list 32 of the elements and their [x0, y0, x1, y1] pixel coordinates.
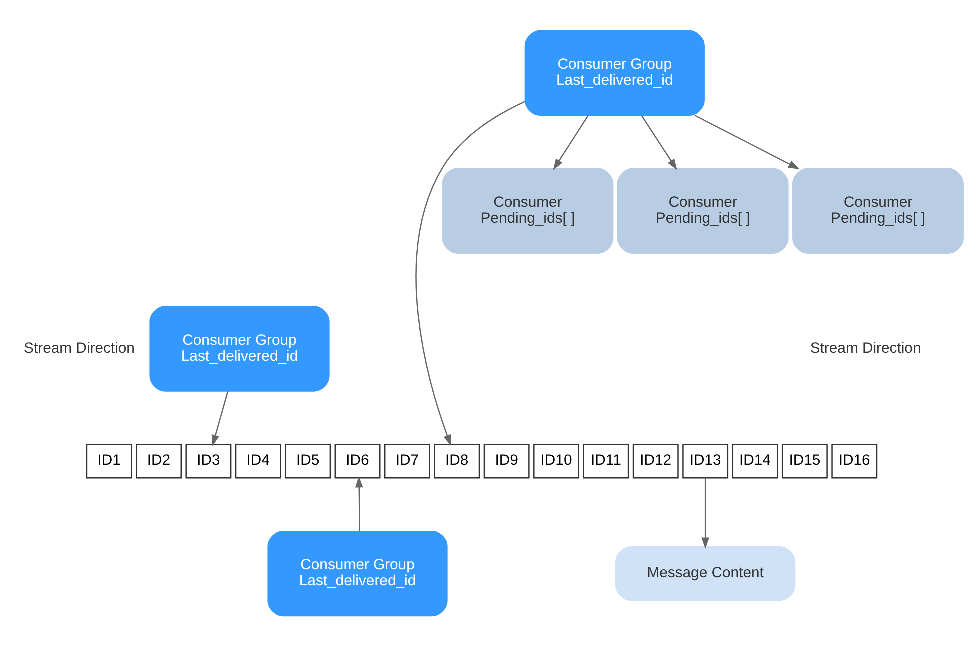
node-box: ID5 — [285, 444, 332, 479]
node-box: Consumer Pending_ids[ ] — [442, 168, 614, 254]
arrow — [702, 478, 710, 549]
label: Stream Direction — [810, 340, 922, 357]
node-box: ID16 — [832, 444, 878, 479]
arrow — [355, 476, 364, 532]
node-box: ID11 — [583, 444, 630, 479]
node-box: Consumer Group Last_delivered_id — [150, 306, 330, 392]
node-box: ID12 — [632, 444, 679, 479]
node-box: Message Content — [616, 546, 796, 602]
node-box: ID10 — [534, 444, 580, 479]
node-box: ID3 — [186, 444, 232, 479]
arrow — [212, 391, 229, 446]
node-box: Consumer Pending_ids[ ] — [617, 168, 789, 254]
label: Stream Direction — [24, 340, 135, 357]
node-box: Consumer Pending_ids[ ] — [792, 168, 964, 254]
node-box: Consumer Group Last_delivered_id — [524, 30, 705, 116]
node-box: ID2 — [136, 444, 182, 479]
arrow — [641, 115, 678, 170]
node-box: ID4 — [235, 444, 282, 479]
arrow — [416, 101, 526, 446]
node-box: ID8 — [434, 444, 480, 479]
node-box: ID6 — [334, 444, 381, 479]
node-box: ID7 — [384, 444, 430, 479]
node-box: ID9 — [484, 444, 530, 479]
node-box: ID15 — [782, 444, 828, 479]
node-box: ID13 — [682, 444, 729, 479]
node-box: ID14 — [732, 444, 778, 479]
node-box: ID1 — [86, 444, 132, 479]
node-box: Consumer Group Last_delivered_id — [268, 530, 448, 617]
arrow — [694, 115, 800, 170]
arrow — [553, 115, 589, 170]
